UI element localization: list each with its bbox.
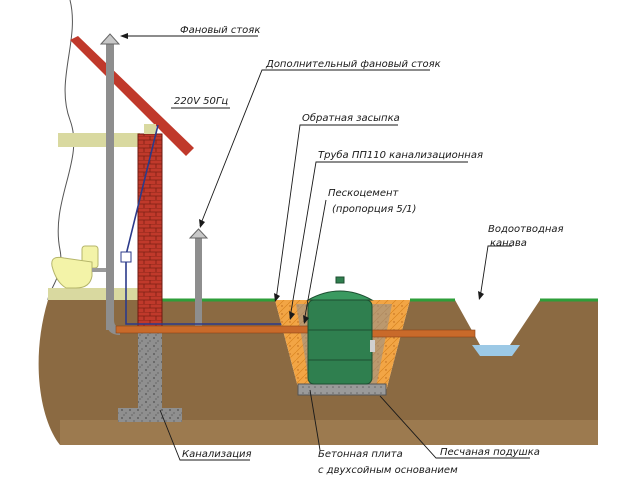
label-power: 220V 50Гц	[174, 96, 228, 107]
label-slab-1: Бетонная плита	[318, 449, 403, 460]
label-pipe: Труба ПП110 канализационная	[318, 149, 483, 161]
toilet-icon	[51, 245, 114, 289]
label-backfill: Обратная засыпка	[302, 112, 400, 124]
outlet-pipe	[369, 329, 476, 338]
label-drainage-2: канава	[490, 238, 527, 249]
extra-fan-stack-pipe	[195, 238, 202, 330]
ditch-water	[472, 345, 520, 356]
house-floor	[48, 288, 160, 300]
fan-stack-pipe	[106, 44, 114, 330]
foundation	[138, 330, 162, 410]
concrete-slab	[297, 383, 387, 396]
house-beam	[58, 133, 140, 147]
label-sewer: Канализация	[182, 449, 252, 460]
house-wall-edge	[47, 0, 75, 301]
chimney-cap	[144, 124, 156, 134]
roof	[70, 36, 194, 156]
label-sand-cushion: Песчаная подушка	[440, 447, 540, 458]
brick-wall	[137, 133, 163, 331]
foundation-base	[118, 408, 182, 422]
septic-tank	[306, 276, 375, 385]
soil-shade	[60, 420, 598, 445]
label-slab-2: с двухсойным основанием	[318, 465, 458, 476]
sewer-pipe	[115, 325, 317, 334]
power-socket-icon	[120, 251, 132, 263]
extra-fan-stack-cap	[188, 228, 209, 239]
label-sand-cement-2: (пропорция 5/1)	[332, 204, 416, 215]
label-fan-stack: Фановый стояк	[180, 25, 260, 36]
fan-stack-cap	[99, 33, 121, 45]
leader-lines	[126, 35, 530, 461]
leader-arrows	[120, 33, 484, 324]
power-cable	[125, 124, 310, 325]
label-extra-fan-stack: Дополнительный фановый стояк	[265, 59, 441, 70]
label-drainage-1: Водоотводная	[488, 224, 564, 235]
label-sand-cement-1: Пескоцемент	[328, 188, 400, 199]
